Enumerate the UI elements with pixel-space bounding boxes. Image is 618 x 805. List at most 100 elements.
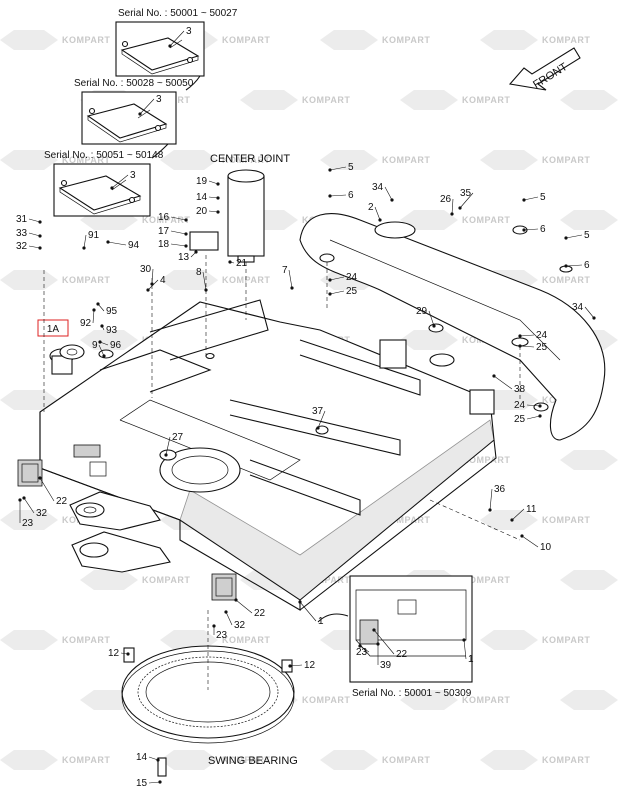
leader-line <box>288 269 293 289</box>
watermark-text: KOMPART <box>62 635 110 645</box>
part-number-label: 11 <box>526 504 537 515</box>
leader-line <box>225 611 233 626</box>
watermark-hexagon <box>240 90 298 110</box>
part-number-label: 31 <box>16 214 28 225</box>
watermark-text: KOMPART <box>142 575 190 585</box>
part-fastener-dot <box>358 644 362 648</box>
watermark-text: KOMPART <box>542 155 590 165</box>
part-number-label: 5 <box>584 230 590 241</box>
part-fastener-dot <box>38 476 42 480</box>
leader-line <box>169 30 185 47</box>
part-fastener-dot <box>328 292 332 296</box>
part-fastener-dot <box>522 228 526 232</box>
part-number-label: 14 <box>196 192 208 203</box>
side-mount-left <box>17 459 43 487</box>
part-number-label: 32 <box>36 508 48 519</box>
watermark-hexagon <box>560 90 618 110</box>
leader-line <box>317 410 326 429</box>
part-fastener-dot <box>522 198 526 202</box>
part-number-label: 5 <box>348 162 354 173</box>
watermark-tile: KOMPART <box>0 270 110 290</box>
leader-line <box>519 334 535 337</box>
part-number-label: 36 <box>494 484 506 495</box>
part-number-label: 24 <box>536 330 548 341</box>
watermark-text: KOMPART <box>62 755 110 765</box>
watermark-tile: KOMPART <box>480 750 590 770</box>
leader-line <box>151 268 154 285</box>
part-fastener-dot <box>328 168 332 172</box>
leader-line <box>489 488 493 511</box>
part-fastener-dot <box>146 288 150 292</box>
part-number-label: 3 <box>156 94 162 105</box>
part-fastener-dot <box>520 534 524 538</box>
leader-line <box>147 279 159 291</box>
part-number-label: 23 <box>356 647 368 658</box>
inset-serial-50001-50309 <box>317 575 473 683</box>
part-fastener-dot <box>518 334 522 338</box>
part-fastener-dot <box>184 218 188 222</box>
watermark-hexagon <box>400 330 458 350</box>
part-fastener-dot <box>492 374 496 378</box>
leader-line <box>565 234 583 239</box>
watermark-hexagon <box>560 690 618 710</box>
leader-line <box>521 535 539 548</box>
serial-note-50051-50148: Serial No. : 50051 ~ 50148 <box>44 150 164 161</box>
part-number-label: 7 <box>282 265 288 276</box>
watermark-hexagon <box>80 330 138 350</box>
leader-line <box>202 271 207 291</box>
leader-lines <box>18 30 596 784</box>
part-number-label: 25 <box>346 286 358 297</box>
part-fastener-dot <box>184 244 188 248</box>
serial-note-50028-50050: Serial No. : 50028 ~ 50050 <box>74 78 194 89</box>
part-number-label: 32 <box>234 620 246 631</box>
part-fastener-dot <box>98 340 102 344</box>
watermark-tile: KOMPART <box>0 30 110 50</box>
part-number-label: 6 <box>540 224 546 235</box>
part-fastener-dot <box>92 308 96 312</box>
part-fastener-dot <box>372 628 376 632</box>
part-number-label: 24 <box>346 272 358 283</box>
watermark-text: KOMPART <box>542 275 590 285</box>
leader-line <box>511 508 525 521</box>
watermark-text: KOMPART <box>222 35 270 45</box>
part-fastener-dot <box>204 288 208 292</box>
watermark-hexagon <box>0 390 58 410</box>
part-fastener-dot <box>156 758 160 762</box>
watermark-tile: KOMPART <box>400 210 510 230</box>
leader-line <box>28 245 41 249</box>
watermark-hexagon <box>400 210 458 230</box>
watermark-tile: KOMPART <box>0 750 110 770</box>
part-fastener-dot <box>96 302 100 306</box>
part-fastener-dot <box>194 250 198 254</box>
watermark-text: KOMPART <box>62 275 110 285</box>
part-fastener-dot <box>462 638 466 642</box>
part-number-label: 93 <box>106 325 118 336</box>
part-number-label: 27 <box>172 432 184 443</box>
part-number-label: 3 <box>130 170 136 181</box>
watermark-hexagon <box>0 150 58 170</box>
part-fastener-dot <box>234 598 238 602</box>
part-number-label: 23 <box>22 518 34 529</box>
leader-line <box>170 243 187 247</box>
part-fastener-dot <box>228 260 232 264</box>
leader-line <box>459 192 474 209</box>
part-fastener-dot <box>538 404 542 408</box>
part-fastener-dot <box>106 240 110 244</box>
part-fastener-dot <box>100 324 104 328</box>
watermark-text: KOMPART <box>382 515 430 525</box>
part-fastener-dot <box>298 600 302 604</box>
watermark-text: KOMPART <box>542 35 590 45</box>
callout-1a: 1A <box>37 319 85 360</box>
inset-serial-50001-50027 <box>115 21 205 91</box>
part-number-label: 23 <box>216 630 228 641</box>
watermark-tile: KOMPART <box>560 570 618 590</box>
part-fastener-dot <box>38 246 42 250</box>
leader-line <box>170 230 187 235</box>
part-fastener-dot <box>164 453 168 457</box>
watermark-text: KOMPART <box>382 35 430 45</box>
inset-serial-50051-50148 <box>53 163 151 217</box>
watermark-hexagon <box>0 30 58 50</box>
leader-line <box>289 664 303 667</box>
